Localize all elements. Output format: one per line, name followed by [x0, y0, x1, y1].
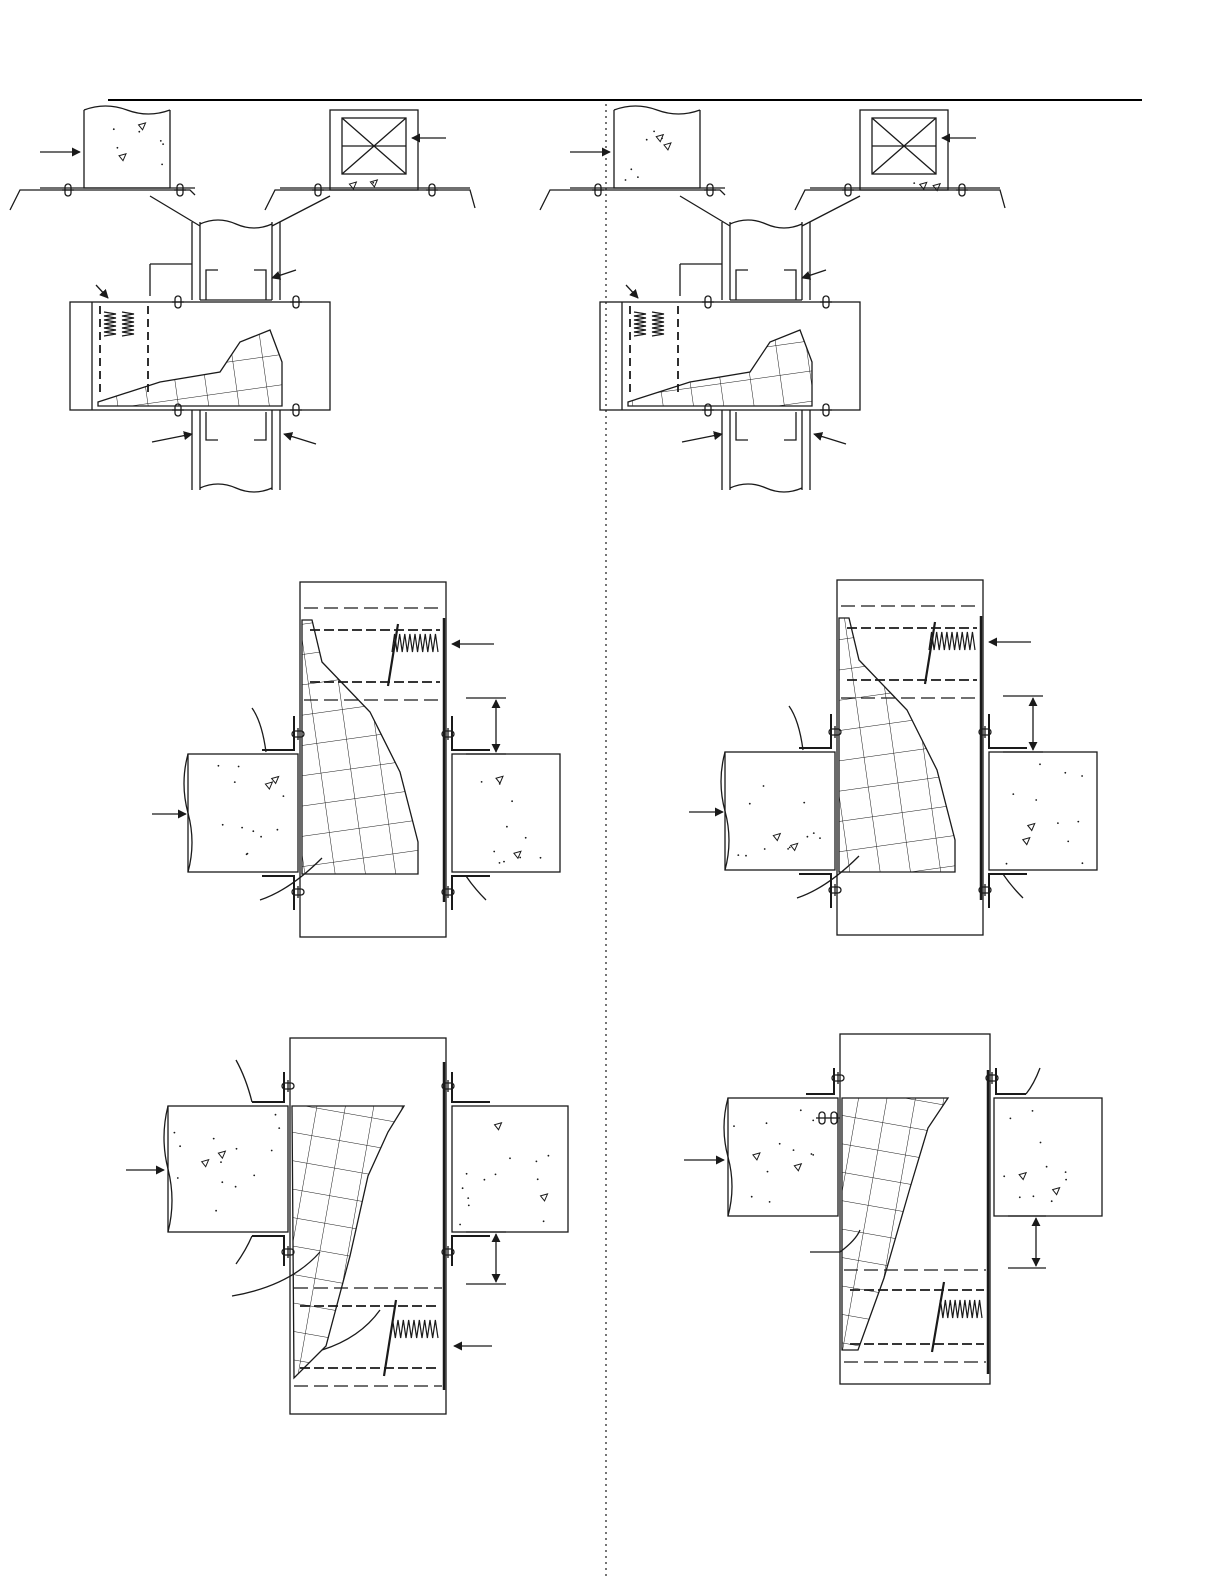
detail-panels: [10, 106, 1102, 1414]
panel-mid-left: [152, 582, 560, 937]
panel-bottom-left: [126, 1038, 568, 1414]
panel-bottom-right: [684, 1034, 1102, 1384]
panel-mid-right: [689, 580, 1097, 935]
panel-top-left: [10, 106, 475, 492]
panel-top-right: [540, 106, 1005, 492]
